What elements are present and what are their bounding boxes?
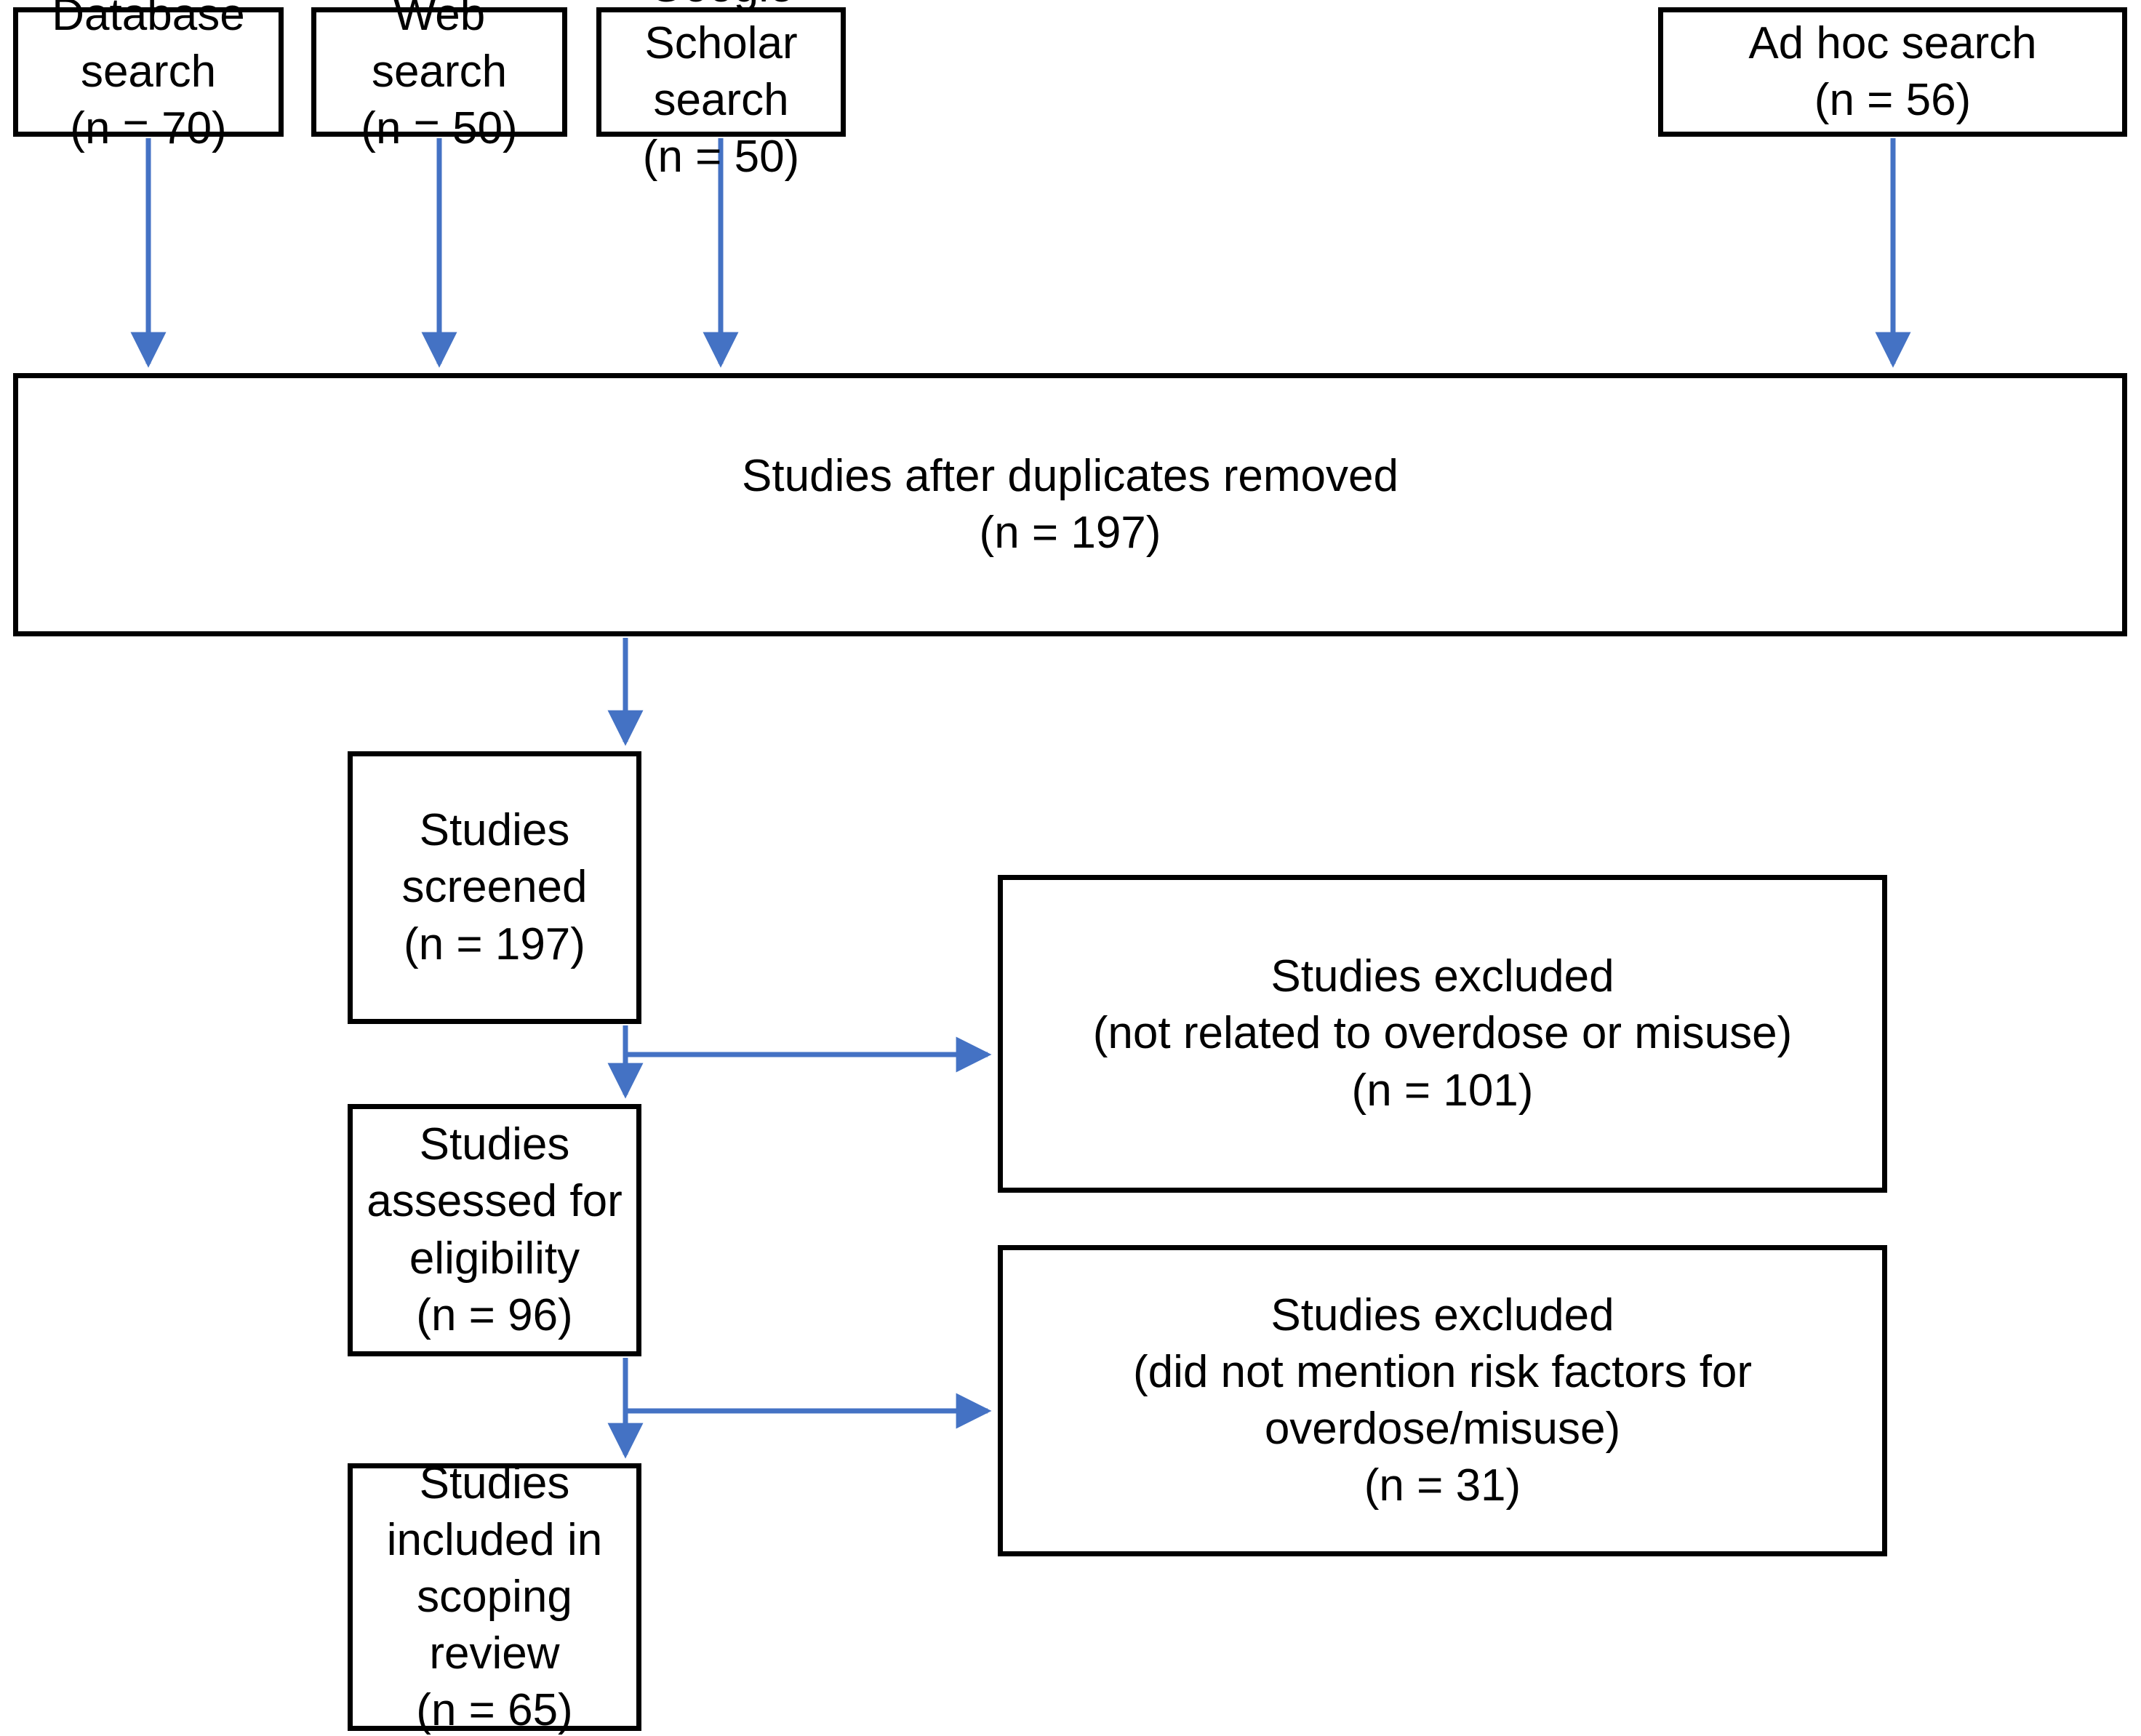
node-studies-excluded-screening: Studies excluded (not related to overdos…	[998, 875, 1887, 1193]
node-google-scholar-search-label: Google Scholar search (n = 50)	[642, 0, 800, 183]
node-database-search: Database search (n = 70)	[13, 0, 284, 153]
node-database-search-label: Database search (n = 70)	[52, 0, 245, 154]
node-studies-excluded-eligibility: Studies excluded (did not mention risk f…	[998, 1245, 1887, 1556]
node-studies-screened-label: Studies screened (n = 197)	[401, 805, 588, 969]
node-ad-hoc-search-label: Ad hoc search (n = 56)	[1748, 17, 2037, 125]
node-studies-screened: Studies screened (n = 197)	[348, 751, 641, 1024]
node-web-search: Web search (n = 50)	[311, 0, 567, 153]
node-web-search-label: Web search (n = 50)	[361, 0, 518, 154]
node-duplicates-removed-label: Studies after duplicates removed (n = 19…	[742, 450, 1398, 558]
node-studies-assessed: Studies assessed for eligibility (n = 96…	[348, 1104, 641, 1356]
node-studies-included: Studies included in scoping review (n = …	[348, 1458, 641, 1735]
node-ad-hoc-search: Ad hoc search (n = 56)	[1658, 7, 2127, 137]
node-studies-excluded-screening-label: Studies excluded (not related to overdos…	[1092, 951, 1793, 1116]
node-studies-assessed-label: Studies assessed for eligibility (n = 96…	[367, 1119, 623, 1340]
node-studies-excluded-eligibility-label: Studies excluded (did not mention risk f…	[1132, 1289, 1753, 1511]
node-duplicates-removed: Studies after duplicates removed (n = 19…	[13, 373, 2127, 636]
node-studies-included-label: Studies included in scoping review (n = …	[386, 1457, 603, 1736]
node-google-scholar-search: Google Scholar search (n = 50)	[596, 0, 846, 182]
